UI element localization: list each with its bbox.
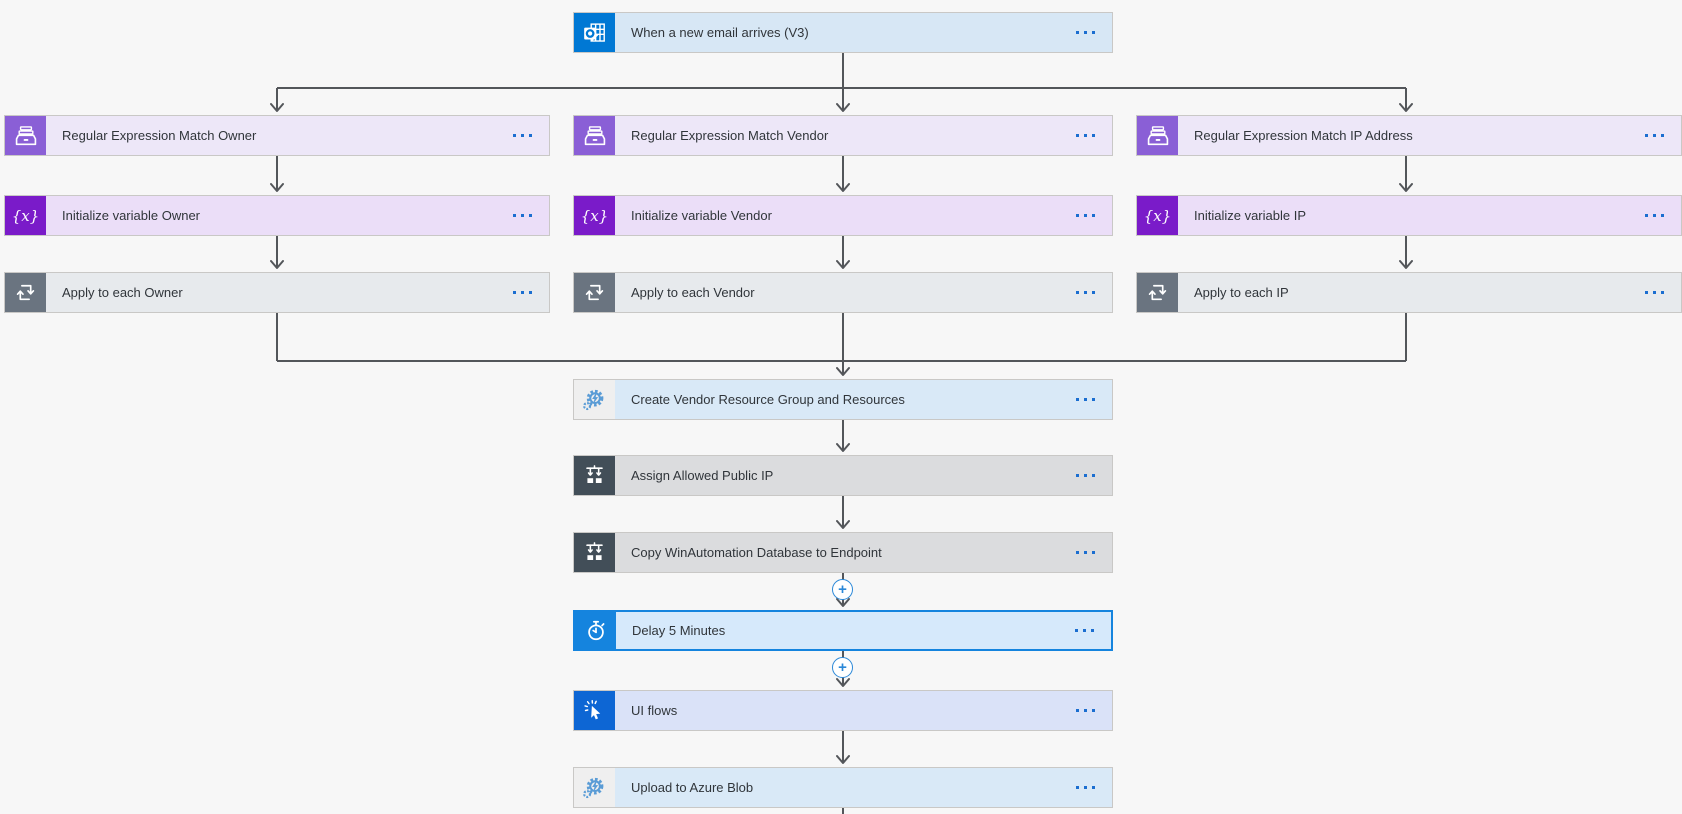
variable-icon: {x} [1137, 196, 1178, 235]
node-regex-match-ip[interactable]: Regular Expression Match IP Address [1136, 115, 1682, 156]
node-label: Regular Expression Match IP Address [1194, 128, 1413, 143]
node-label: UI flows [631, 703, 678, 718]
variable-icon: {x} [574, 196, 615, 235]
node-label: Assign Allowed Public IP [631, 468, 774, 483]
node-apply-to-each-owner[interactable]: Apply to each Owner [4, 272, 550, 313]
node-regex-match-vendor[interactable]: Regular Expression Match Vendor [573, 115, 1113, 156]
node-menu-button[interactable] [1076, 398, 1112, 401]
node-label: Initialize variable Owner [62, 208, 201, 223]
node-regex-match-owner[interactable]: Regular Expression Match Owner [4, 115, 550, 156]
node-menu-button[interactable] [1076, 786, 1112, 789]
node-menu-button[interactable] [513, 291, 549, 294]
node-menu-button[interactable] [513, 214, 549, 217]
node-label: When a new email arrives (V3) [631, 25, 809, 40]
node-menu-button[interactable] [1645, 291, 1681, 294]
variable-icon: {x} [5, 196, 46, 235]
node-menu-button[interactable] [1076, 134, 1112, 137]
node-menu-button[interactable] [1076, 31, 1112, 34]
foreach-loop-icon [5, 273, 46, 312]
outlook-icon [574, 13, 615, 52]
insert-step-button[interactable]: + [832, 657, 853, 678]
node-label: Apply to each IP [1194, 285, 1289, 300]
node-initialize-variable-ip[interactable]: {x} Initialize variable IP [1136, 195, 1682, 236]
node-ui-flows[interactable]: UI flows [573, 690, 1113, 731]
scope-icon [574, 456, 615, 495]
foreach-loop-icon [574, 273, 615, 312]
node-menu-button[interactable] [1076, 551, 1112, 554]
node-initialize-variable-owner[interactable]: {x} Initialize variable Owner [4, 195, 550, 236]
card-drawer-icon [574, 116, 615, 155]
node-label: Apply to each Vendor [631, 285, 755, 300]
node-apply-to-each-vendor[interactable]: Apply to each Vendor [573, 272, 1113, 313]
node-label: Apply to each Owner [62, 285, 183, 300]
node-when-a-new-email-arrives[interactable]: When a new email arrives (V3) [573, 12, 1113, 53]
scope-icon [574, 533, 615, 572]
stopwatch-icon [575, 612, 616, 649]
automation-gear-icon [574, 380, 615, 419]
foreach-loop-icon [1137, 273, 1178, 312]
node-label: Delay 5 Minutes [632, 623, 726, 638]
node-delay-5-minutes[interactable]: Delay 5 Minutes [573, 610, 1113, 651]
node-menu-button[interactable] [1645, 134, 1681, 137]
node-label: Regular Expression Match Vendor [631, 128, 829, 143]
node-menu-button[interactable] [513, 134, 549, 137]
node-label: Create Vendor Resource Group and Resourc… [631, 392, 905, 407]
node-create-vendor-resource-group[interactable]: Create Vendor Resource Group and Resourc… [573, 379, 1113, 420]
node-menu-button[interactable] [1075, 629, 1111, 632]
automation-gear-icon [574, 768, 615, 807]
insert-step-button[interactable]: + [832, 579, 853, 600]
node-label: Copy WinAutomation Database to Endpoint [631, 545, 882, 560]
node-upload-to-azure-blob[interactable]: Upload to Azure Blob [573, 767, 1113, 808]
node-menu-button[interactable] [1076, 291, 1112, 294]
node-menu-button[interactable] [1076, 474, 1112, 477]
node-menu-button[interactable] [1076, 709, 1112, 712]
node-apply-to-each-ip[interactable]: Apply to each IP [1136, 272, 1682, 313]
card-drawer-icon [1137, 116, 1178, 155]
card-drawer-icon [5, 116, 46, 155]
node-label: Regular Expression Match Owner [62, 128, 257, 143]
node-copy-winautomation-database[interactable]: Copy WinAutomation Database to Endpoint [573, 532, 1113, 573]
node-menu-button[interactable] [1076, 214, 1112, 217]
node-label: Initialize variable IP [1194, 208, 1306, 223]
node-label: Upload to Azure Blob [631, 780, 754, 795]
node-initialize-variable-vendor[interactable]: {x} Initialize variable Vendor [573, 195, 1113, 236]
cursor-spark-icon [574, 691, 615, 730]
node-label: Initialize variable Vendor [631, 208, 772, 223]
node-assign-allowed-public-ip[interactable]: Assign Allowed Public IP [573, 455, 1113, 496]
node-menu-button[interactable] [1645, 214, 1681, 217]
